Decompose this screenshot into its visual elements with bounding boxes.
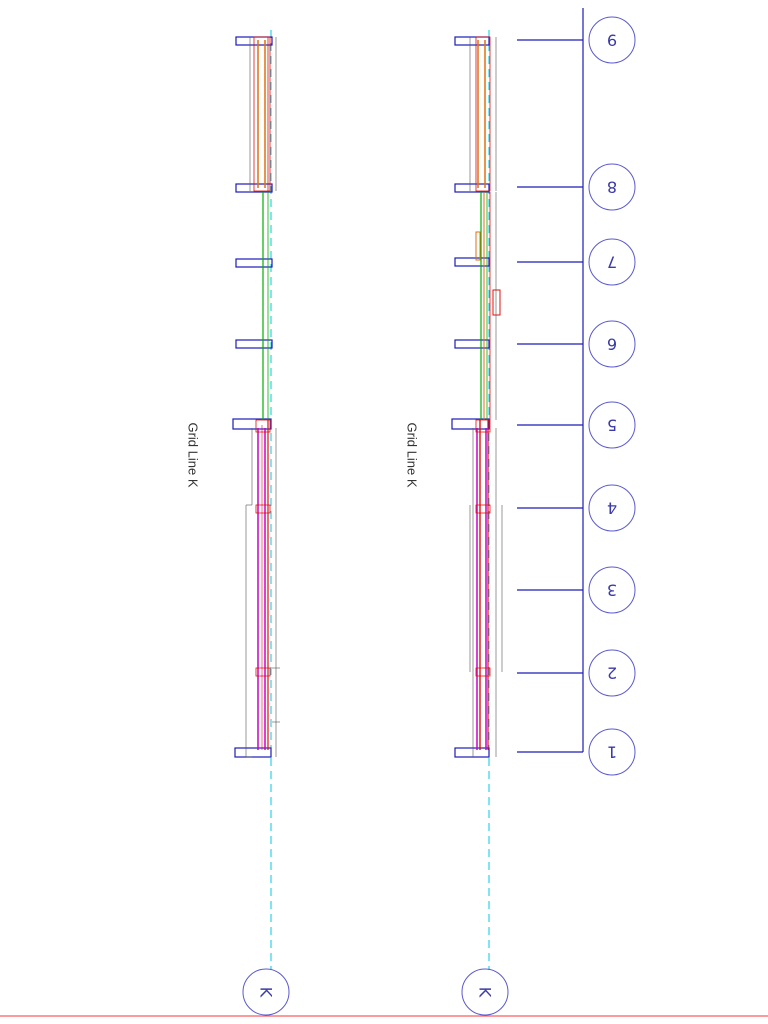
lower-magenta-section-right	[469, 419, 503, 757]
grid-bubble-9-label: 9	[607, 31, 617, 50]
grid-bubble-3-label: 3	[607, 581, 617, 600]
post-plates-left	[232, 36, 273, 758]
grid-bubble-1	[588, 728, 636, 776]
grid-bubble-2-label: 2	[607, 664, 617, 683]
elevation-left: K Grid Line K	[186, 30, 290, 1016]
grid-bubble-k-left-label: K	[257, 987, 276, 998]
middle-green-section-left	[262, 192, 269, 420]
grid-bubble-1-label: 1	[607, 743, 617, 762]
middle-section-right	[475, 192, 501, 420]
elevation-title-left: Grid Line K	[186, 422, 201, 487]
lower-magenta-section-left	[245, 419, 280, 758]
grid-bubble-k-right-label: K	[476, 987, 495, 998]
grid-bubbles	[588, 16, 636, 776]
elevation-right: 9 8 7 6 5 4 3 2 1 K Grid Line K	[405, 8, 636, 1016]
grid-bubble-7	[588, 238, 636, 286]
grid-bubble-2	[588, 649, 636, 697]
grid-bubble-k-right	[461, 968, 509, 1016]
grid-bubble-4	[588, 484, 636, 532]
grid-bubble-8	[588, 163, 636, 211]
upper-orange-section-right	[469, 36, 497, 192]
grid-bubble-9	[588, 16, 636, 64]
post-plates-right	[451, 36, 490, 758]
grid-bubble-labels: 9 8 7 6 5 4 3 2 1	[607, 31, 617, 762]
grid-bubble-6	[588, 320, 636, 368]
grid-bubble-5-label: 5	[607, 416, 617, 435]
grid-leader-lines	[517, 8, 584, 753]
grid-bubble-8-label: 8	[607, 178, 617, 197]
grid-bubble-5	[588, 401, 636, 449]
grid-bubble-6-label: 6	[607, 335, 617, 354]
grid-bubble-7-label: 7	[607, 253, 617, 272]
grid-bubble-4-label: 4	[607, 499, 617, 518]
grid-bubble-k-left	[242, 968, 290, 1016]
upper-orange-section-left	[249, 36, 277, 192]
grid-bubble-3	[588, 566, 636, 614]
elevation-title-right: Grid Line K	[405, 422, 420, 487]
